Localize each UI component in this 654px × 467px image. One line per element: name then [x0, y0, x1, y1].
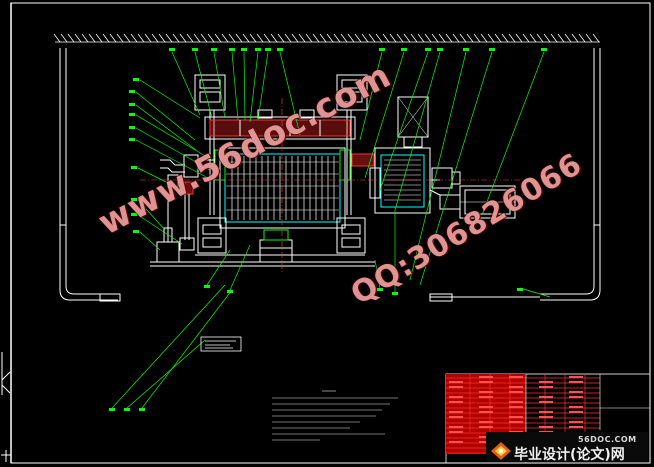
brand-title: 毕业设计(论文)网: [514, 447, 625, 463]
brand-site-text: 56DOC.COM: [578, 435, 637, 444]
technical-notes: [272, 390, 398, 441]
leader-lines: [111, 51, 551, 409]
left-axis-marker: [1, 352, 11, 462]
leader-tags: [109, 48, 547, 411]
brand-banner: 56DOC.COM 毕业设计(论文)网: [486, 433, 648, 463]
brand-backdrop: [486, 432, 648, 462]
ceiling-hatch: [53, 33, 600, 43]
centerlines: [140, 98, 520, 272]
base-frame: [59, 48, 601, 302]
section-callout: [200, 336, 242, 352]
brand-logo-icon: [491, 442, 511, 460]
